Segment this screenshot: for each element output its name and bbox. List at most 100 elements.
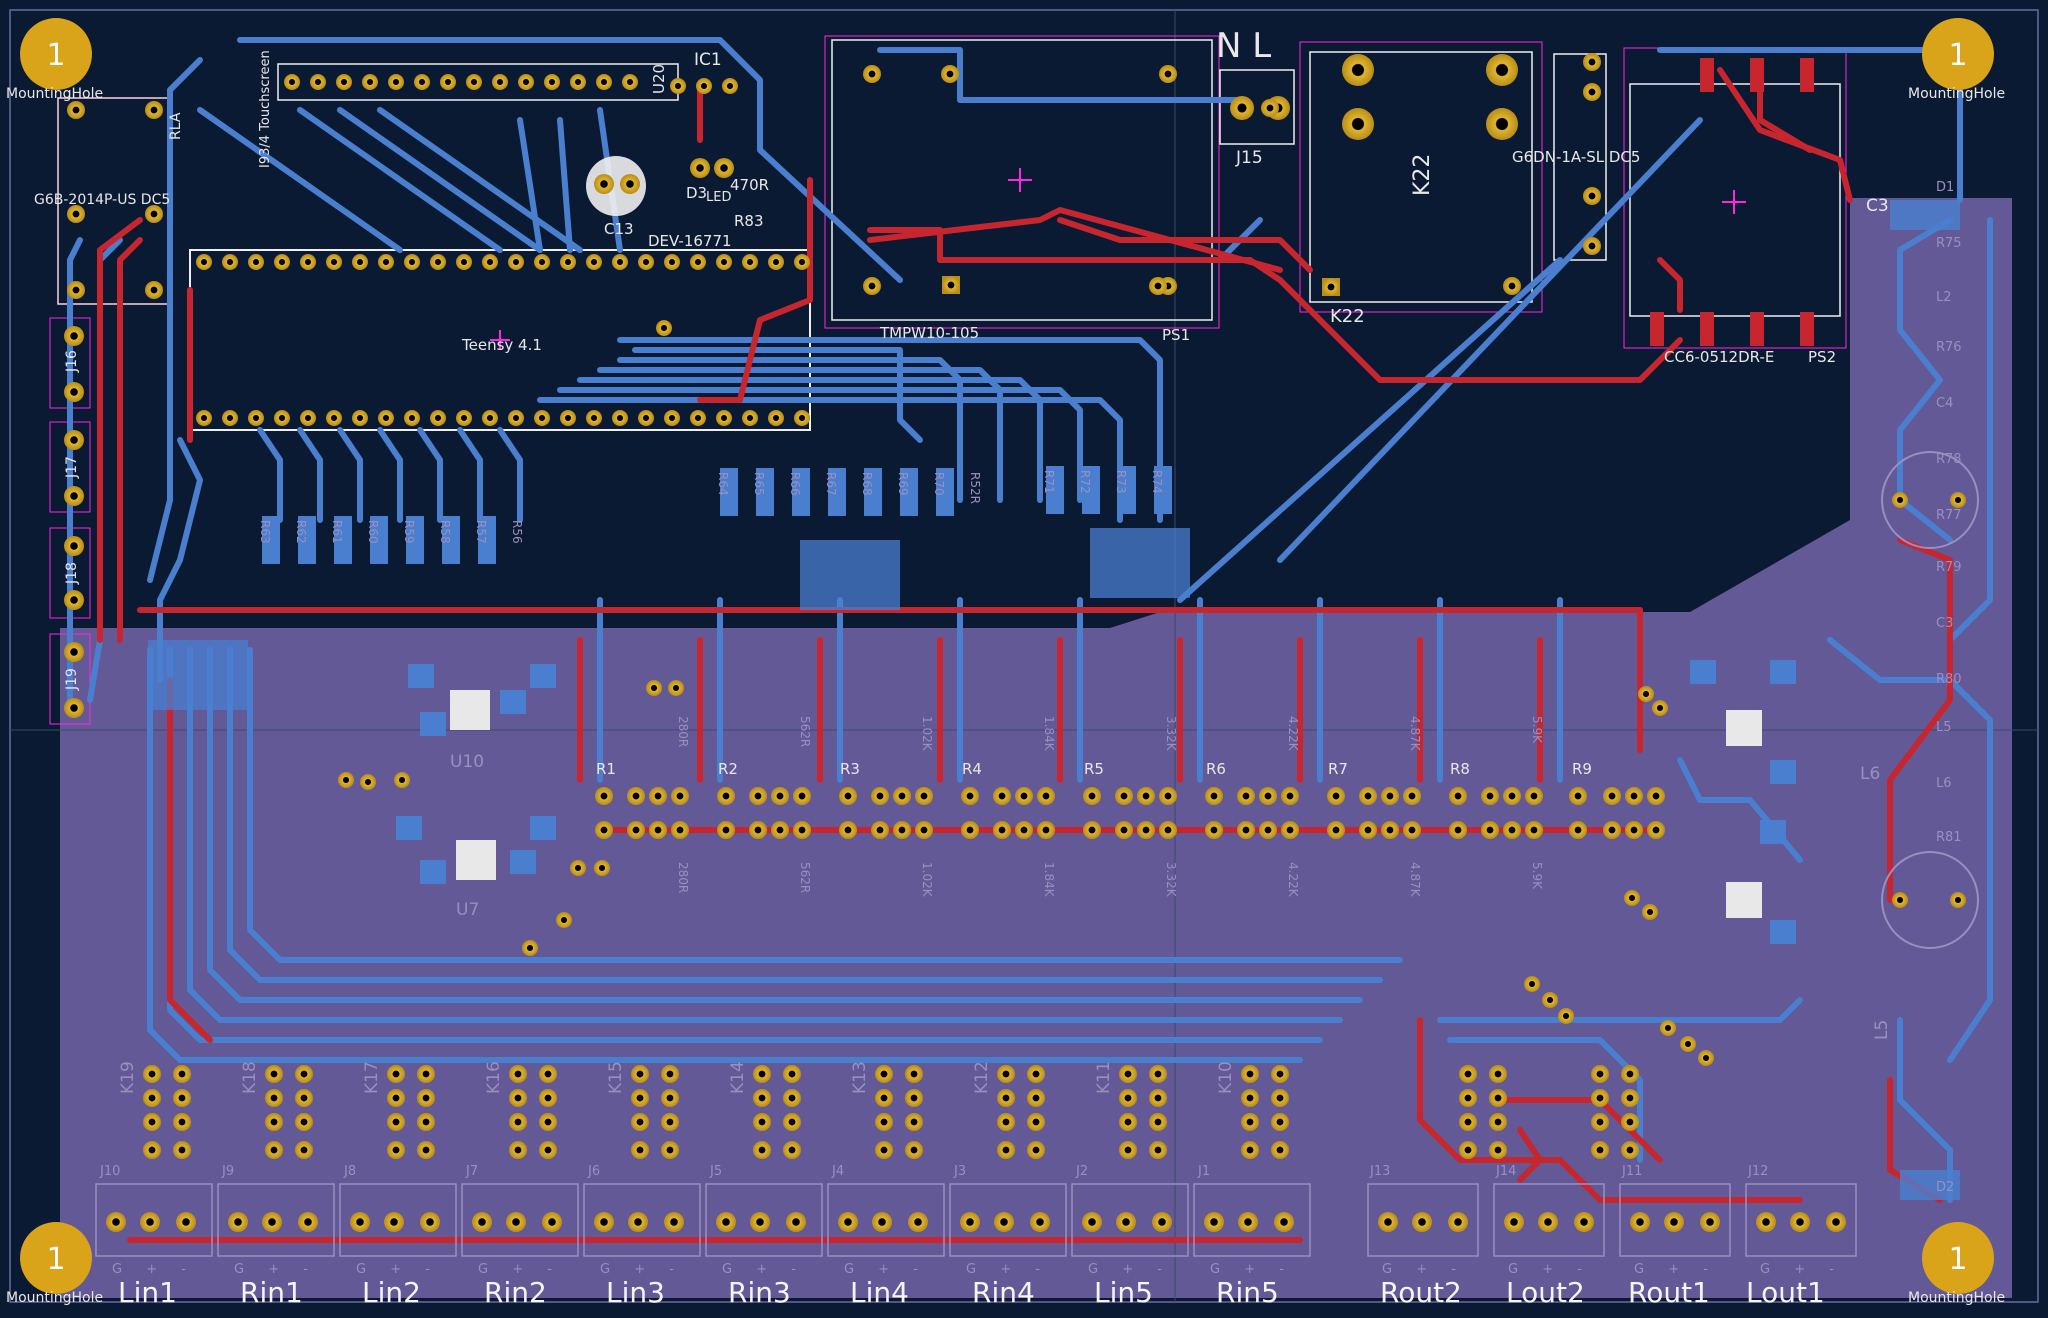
resistor-label: R66 — [788, 472, 802, 496]
jack-label: J3 — [954, 1164, 967, 1179]
input-connector-label: Rin2 — [484, 1276, 547, 1309]
jack-label: J2 — [1076, 1164, 1089, 1179]
mounting-holes — [20, 18, 1994, 1294]
u10-cluster — [408, 664, 556, 736]
jack-label: J14 — [1496, 1164, 1517, 1179]
resistor-label: R74 — [1150, 470, 1164, 494]
mh-label-tr: MountingHole — [1908, 86, 2006, 102]
jack-label: J13 — [1370, 1164, 1391, 1179]
resistor-label: R71 — [1042, 470, 1056, 494]
resistor-label: R65 — [752, 472, 766, 496]
relay-label: K17 — [362, 1061, 382, 1094]
jack-label: J6 — [588, 1164, 601, 1179]
relay-part-label: G6DN-1A-SL DC5 — [1512, 148, 1641, 166]
channel-value-bottom: 5.9K — [1530, 862, 1544, 889]
ps1-part-label: TMPW10-105 — [880, 324, 980, 342]
right-part-label: L6 — [1936, 776, 1952, 791]
mh-number-tr: 1 — [1948, 38, 1967, 73]
input-connector-label: Rin1 — [240, 1276, 303, 1309]
jack-label: J10 — [100, 1164, 121, 1179]
channel-value-top: 1.84K — [1042, 716, 1056, 751]
jack-pin-label: G + - — [112, 1262, 196, 1277]
resistor-label: R61 — [330, 520, 344, 544]
jack-pin-label: G + - — [966, 1262, 1050, 1277]
resistor-label: R57 — [474, 520, 488, 544]
resistor-label: R52R — [968, 472, 982, 504]
relay-label: K12 — [972, 1061, 992, 1094]
d3-label: D3 — [686, 184, 708, 202]
touchscreen-label: I93/4 Touchscreen — [258, 50, 273, 168]
led-label: LED — [706, 190, 732, 205]
jack-pin-label: G + - — [1634, 1262, 1718, 1277]
channel-value-bottom: 4.22K — [1286, 862, 1300, 897]
output-connector-label: Rout2 — [1380, 1276, 1462, 1309]
channel-value-bottom: 562R — [798, 862, 812, 894]
jack-pin-label: G + - — [478, 1262, 562, 1277]
jack-pin-label: G + - — [722, 1262, 806, 1277]
jack-label: J8 — [344, 1164, 357, 1179]
channel-value-top: 3.32K — [1164, 716, 1178, 751]
k22-center-label: K22 — [1410, 153, 1435, 196]
channel-label: R4 — [962, 760, 982, 778]
teensy-pin-rows — [196, 74, 810, 426]
j15-label: J15 — [1236, 148, 1263, 168]
input-connector-label: Lin2 — [362, 1276, 421, 1309]
power-pads — [64, 53, 1601, 718]
l6-label: L6 — [1860, 764, 1881, 784]
channel-label: R6 — [1206, 760, 1226, 778]
mh-number-bl: 1 — [46, 1242, 65, 1277]
jack-label: J1 — [1198, 1164, 1211, 1179]
output-connector-label: Rout1 — [1628, 1276, 1710, 1309]
jack-pin-label: G + - — [600, 1262, 684, 1277]
channel-label: R3 — [840, 760, 860, 778]
jack-label: J4 — [832, 1164, 845, 1179]
channel-value-top: 5.9K — [1530, 716, 1544, 743]
right-part-label: R77 — [1936, 508, 1962, 523]
k22-label: K22 — [1330, 306, 1365, 327]
right-part-label: L2 — [1936, 290, 1952, 305]
channel-label: R2 — [718, 760, 738, 778]
resistor-label: R64 — [716, 472, 730, 496]
mounting-hole-numbers: 1 1 1 1 — [46, 38, 1967, 1277]
channel-value-top: 1.02K — [920, 716, 934, 751]
resistor-label: R69 — [896, 472, 910, 496]
relay-pads — [143, 1065, 1639, 1159]
resistor-label: R59 — [402, 520, 416, 544]
resistor-label: R68 — [860, 472, 874, 496]
resistor-label: R63 — [258, 520, 272, 544]
g6b-label: G6B-2014P-US DC5 — [34, 192, 171, 208]
left-jack-label: J16 — [64, 350, 80, 372]
channel-label: R7 — [1328, 760, 1348, 778]
relay-label: K10 — [1216, 1061, 1236, 1094]
right-column-parts — [1881, 200, 1979, 1200]
left-jack-label: J17 — [64, 456, 80, 478]
channel-value-top: 562R — [798, 716, 812, 748]
dev-board-label: DEV-16771 — [648, 232, 732, 250]
u7-label: U7 — [456, 900, 480, 920]
resistor-label: R73 — [1114, 470, 1128, 494]
channel-label: R8 — [1450, 760, 1470, 778]
jack-pin-label: G + - — [1760, 1262, 1844, 1277]
ps1-label: PS1 — [1162, 326, 1191, 344]
mh-label-bl: MountingHole — [6, 1290, 104, 1306]
r83-label: R83 — [734, 212, 764, 230]
output-connector-label: Lout1 — [1746, 1276, 1825, 1309]
channel-label: R9 — [1572, 760, 1592, 778]
resistor-label: R62 — [294, 520, 308, 544]
right-part-label: R81 — [1936, 830, 1962, 845]
relay-label: K14 — [728, 1061, 748, 1094]
right-part-label: R78 — [1936, 452, 1962, 467]
right-part-label: R75 — [1936, 236, 1962, 251]
channel-value-bottom: 3.32K — [1164, 862, 1178, 897]
channel-value-top: 4.87K — [1408, 716, 1422, 751]
channel-label: R5 — [1084, 760, 1104, 778]
left-jack-label: J18 — [64, 562, 80, 584]
ic1-label: IC1 — [694, 50, 722, 70]
channel-value-bottom: 1.02K — [920, 862, 934, 897]
resistor-label: R72 — [1078, 470, 1092, 494]
input-connector-label: Rin3 — [728, 1276, 791, 1309]
resistor-label: R70 — [932, 472, 946, 496]
jack-pin-label: G + - — [1508, 1262, 1592, 1277]
left-jack-label: J19 — [64, 668, 80, 690]
